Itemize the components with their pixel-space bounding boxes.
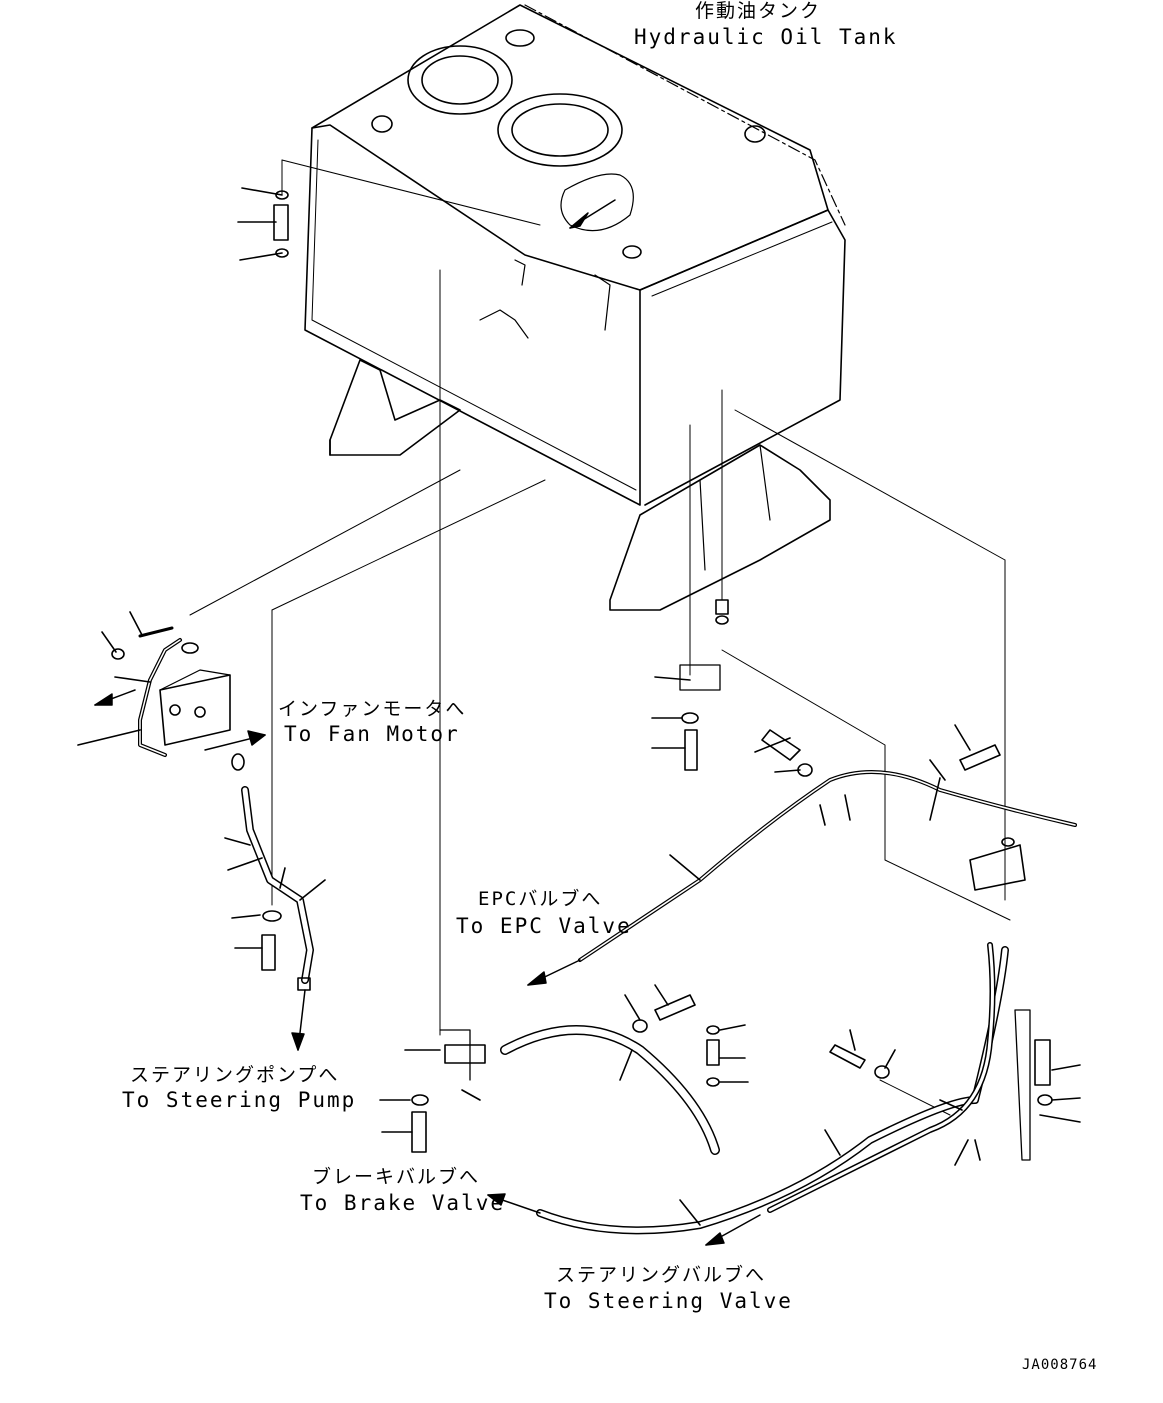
epc-valve-label-jp: EPCバルブへ: [478, 888, 603, 910]
tank-label-en: Hydraulic Oil Tank: [634, 25, 898, 49]
fan-motor-label-jp: インファンモータへ: [278, 698, 467, 720]
leader-lines: [189, 159, 1011, 1116]
epc-valve-label-en: To EPC Valve: [456, 914, 632, 938]
left-hose-assembly: [77, 187, 326, 991]
fan-motor-label-en: To Fan Motor: [284, 722, 460, 746]
right-hose-assembly: [379, 599, 1081, 1235]
hydraulic-oil-tank: [304, 4, 846, 611]
steering-pump-label-en: To Steering Pump: [122, 1088, 357, 1112]
direction-arrows: [94, 199, 761, 1246]
drawing-code: JA008764: [1022, 1357, 1098, 1373]
brake-valve-label-en: To Brake Valve: [300, 1191, 506, 1215]
steering-valve-label-en: To Steering Valve: [544, 1289, 793, 1313]
steering-pump-label-jp: ステアリングポンプへ: [130, 1064, 340, 1086]
brake-valve-label-jp: ブレーキバルブへ: [312, 1166, 481, 1188]
tank-label-jp: 作動油タンク: [695, 0, 822, 22]
steering-valve-label-jp: ステアリングバルブへ: [556, 1264, 767, 1286]
